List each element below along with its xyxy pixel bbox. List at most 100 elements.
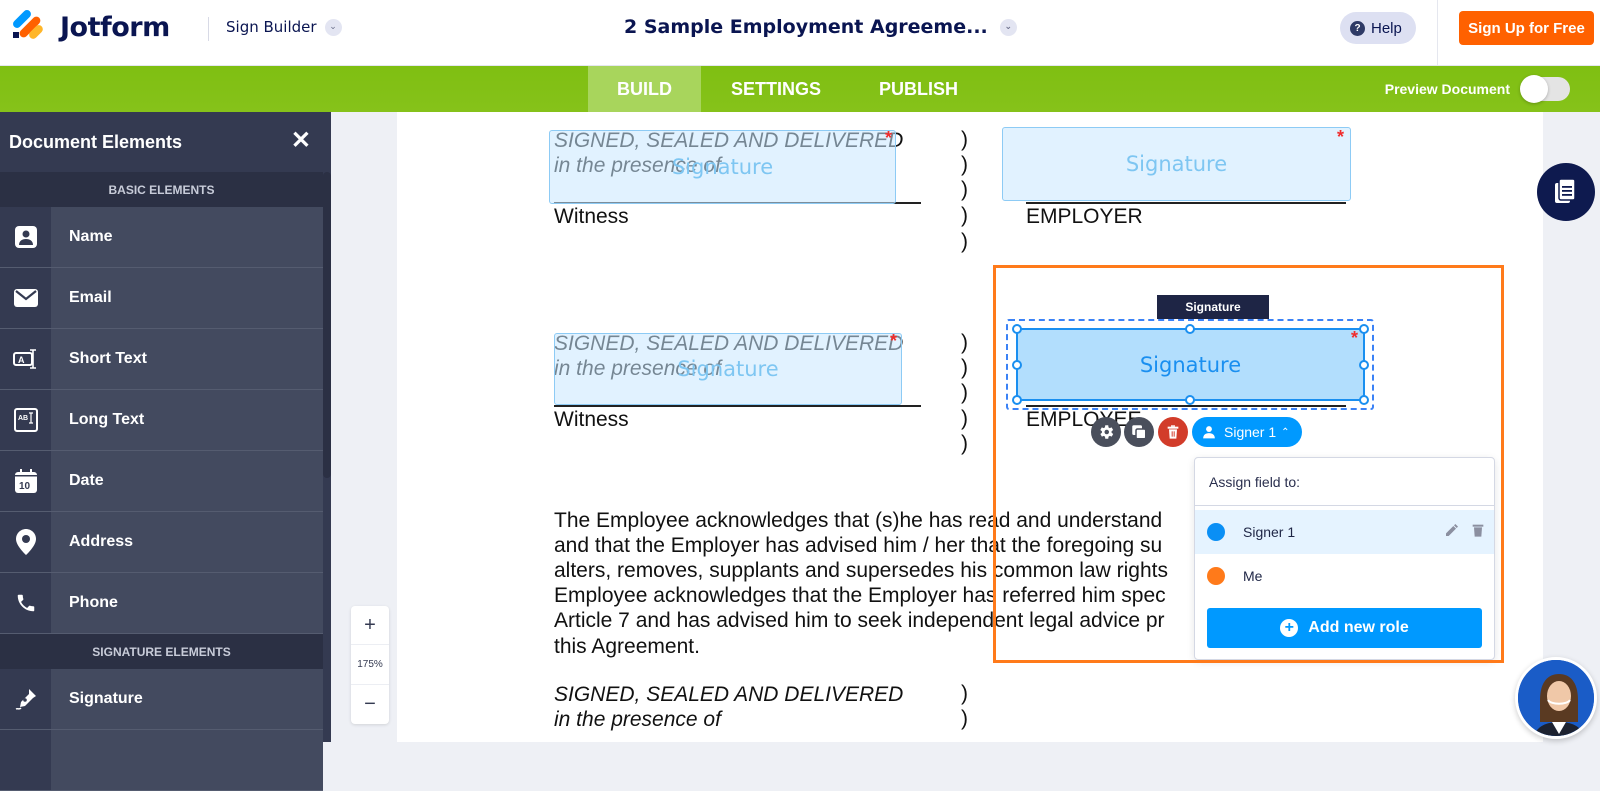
blank-icon	[0, 730, 51, 790]
resize-handle[interactable]	[1359, 360, 1369, 370]
paren: )	[961, 356, 968, 379]
witness-label: Witness	[554, 205, 629, 228]
sidebar-item-address[interactable]: Address	[0, 512, 323, 573]
jotform-logo[interactable]: Jotform	[11, 8, 170, 44]
help-label: Help	[1371, 19, 1402, 37]
resize-handle[interactable]	[1359, 324, 1369, 334]
chevron-down-icon: ⌄	[324, 18, 342, 36]
plus-circle-icon: +	[1280, 619, 1299, 637]
paren: )	[961, 381, 968, 404]
paragraph-line: alters, removes, supplants and supersede…	[554, 559, 1168, 582]
envelope-icon	[0, 268, 51, 328]
sidebar-item-label: Long Text	[69, 411, 145, 428]
builder-nav: BUILD SETTINGS PUBLISH Preview Document	[0, 66, 1600, 112]
required-asterisk: *	[890, 331, 898, 351]
paren: )	[961, 128, 968, 151]
tab-settings[interactable]: SETTINGS	[730, 78, 821, 99]
toggle-switch[interactable]	[1520, 75, 1570, 103]
sidebar-item-label: Short Text	[69, 350, 147, 367]
paren: )	[961, 178, 968, 201]
witness-signature-field[interactable]: Signature	[549, 130, 896, 204]
sidebar-item-label: Phone	[69, 594, 118, 611]
witness-label: Witness	[554, 408, 629, 431]
paragraph-line: Employee acknowledges that the Employer …	[554, 584, 1166, 607]
resize-handle[interactable]	[1012, 324, 1022, 334]
sidebar-item-long-text[interactable]: AB Long Text	[0, 390, 323, 451]
person-avatar-icon	[1518, 660, 1594, 736]
role-color-dot	[1207, 567, 1225, 585]
paren: )	[961, 153, 968, 176]
svg-text:A: A	[18, 355, 25, 365]
help-button[interactable]: ? Help	[1340, 12, 1416, 44]
documents-icon	[1555, 178, 1576, 203]
resize-handle[interactable]	[1012, 395, 1022, 405]
paren: )	[961, 682, 968, 705]
signer-assign-button[interactable]: Signer 1 ⌃	[1192, 417, 1302, 447]
trash-icon	[1167, 425, 1179, 439]
support-agent-avatar[interactable]	[1515, 657, 1597, 739]
short-text-icon: A	[0, 329, 51, 389]
duplicate-field-button[interactable]	[1124, 417, 1154, 447]
chevron-down-icon: ⌄	[999, 18, 1017, 36]
resize-handle[interactable]	[1185, 395, 1195, 405]
preview-label: Preview Document	[1384, 81, 1510, 97]
sidebar-item-signature[interactable]: Signature	[0, 669, 323, 730]
sidebar-item-more[interactable]	[0, 730, 323, 791]
header-separator	[1437, 0, 1438, 66]
panel-title: Document Elements	[9, 131, 183, 152]
field-settings-button[interactable]	[1091, 417, 1121, 447]
witness-underline	[554, 405, 921, 407]
delete-field-button[interactable]	[1158, 417, 1188, 447]
witness-signature-field[interactable]: Signature	[554, 333, 902, 405]
user-card-icon	[0, 207, 51, 267]
signer-label: Signer 1	[1224, 424, 1277, 440]
resize-handle[interactable]	[1359, 395, 1369, 405]
document-pages-button[interactable]	[1537, 163, 1595, 221]
jotform-logo-icon	[11, 8, 45, 44]
pen-nib-icon	[0, 669, 51, 729]
trash-icon[interactable]	[1470, 522, 1486, 538]
user-icon	[1203, 426, 1215, 439]
document-title-dropdown[interactable]: 2 Sample Employment Agreeme... ⌄	[624, 16, 1017, 38]
sidebar-item-email[interactable]: Email	[0, 268, 323, 329]
field-type-tag: Signature	[1157, 295, 1269, 319]
preview-document-toggle[interactable]: Preview Document	[1385, 66, 1570, 112]
close-icon[interactable]: ✕	[290, 127, 311, 154]
question-icon: ?	[1350, 20, 1365, 36]
paren: )	[961, 407, 968, 430]
document-canvas: SIGNED, SEALED AND DELIVERED in the pres…	[331, 112, 1600, 742]
sidebar-item-label: Signature	[69, 690, 143, 707]
document-title: 2 Sample Employment Agreeme...	[624, 16, 988, 38]
zoom-out-button[interactable]: −	[351, 684, 389, 723]
sign-up-button[interactable]: Sign Up for Free	[1459, 11, 1594, 45]
selected-signature-field[interactable]: Signature	[1016, 328, 1365, 401]
popover-title: Assign field to:	[1195, 458, 1494, 506]
employee-underline	[1026, 405, 1346, 407]
sidebar-item-name[interactable]: Name	[0, 207, 323, 268]
sidebar-item-date[interactable]: 10 Date	[0, 451, 323, 512]
assign-field-popover: Assign field to: Signer 1 Me + Add new r…	[1194, 457, 1495, 660]
sidebar-item-label: Date	[69, 472, 104, 489]
role-option-me[interactable]: Me	[1195, 554, 1494, 598]
add-role-label: Add new role	[1308, 619, 1409, 636]
section-basic-elements: BASIC ELEMENTS	[0, 172, 323, 207]
tab-publish[interactable]: PUBLISH	[878, 78, 958, 99]
paragraph-line: The Employee acknowledges that (s)he has…	[554, 509, 1163, 532]
sidebar-item-short-text[interactable]: A Short Text	[0, 329, 323, 390]
role-color-dot	[1207, 523, 1225, 541]
resize-handle[interactable]	[1012, 360, 1022, 370]
resize-handle[interactable]	[1185, 324, 1195, 334]
paren: )	[961, 204, 968, 227]
builder-switcher[interactable]: Sign Builder ⌄	[226, 18, 342, 36]
paren: )	[961, 230, 968, 253]
add-new-role-button[interactable]: + Add new role	[1207, 608, 1482, 648]
role-option-signer-1[interactable]: Signer 1	[1195, 510, 1494, 554]
tab-build[interactable]: BUILD	[588, 66, 701, 112]
sidebar-scrollbar[interactable]	[323, 172, 331, 478]
paren: )	[961, 432, 968, 455]
zoom-in-button[interactable]: +	[351, 606, 389, 645]
employer-signature-field[interactable]: Signature	[1002, 127, 1351, 201]
sidebar-item-phone[interactable]: Phone	[0, 573, 323, 634]
header-divider	[208, 17, 209, 41]
pencil-icon[interactable]	[1444, 522, 1460, 538]
